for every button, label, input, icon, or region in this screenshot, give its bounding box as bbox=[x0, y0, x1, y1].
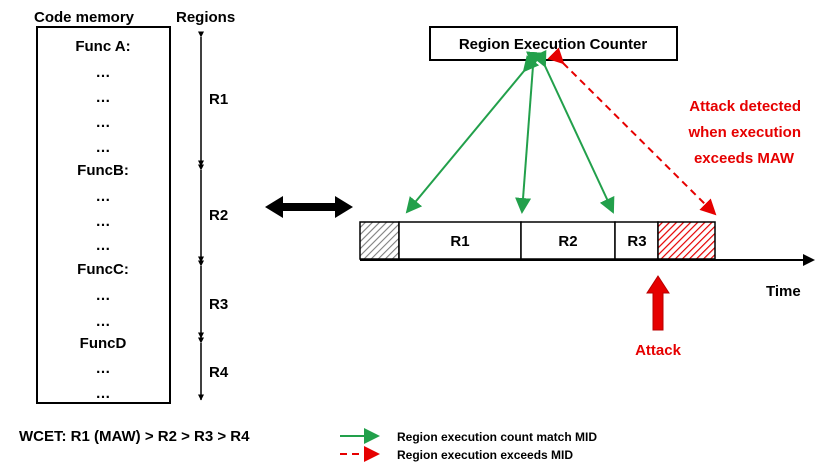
time-axis-arrowhead bbox=[803, 254, 815, 266]
code-memory-line: … bbox=[96, 64, 111, 81]
double-arrow bbox=[265, 196, 353, 218]
regions-title: Regions bbox=[176, 9, 235, 26]
region-label: R2 bbox=[209, 207, 228, 224]
legend-red-label: Region execution exceeds MID bbox=[397, 448, 573, 462]
code-memory-line: … bbox=[96, 114, 111, 131]
region-label: R4 bbox=[209, 364, 229, 381]
code-memory-line: … bbox=[96, 188, 111, 205]
code-memory-lines: Func A: … … … … FuncB: … … … FuncC: … … FuncD … … bbox=[75, 38, 130, 402]
attack-detected-line-3: exceeds MAW bbox=[694, 150, 795, 167]
region-label: R3 bbox=[209, 296, 228, 313]
code-memory-line: … bbox=[96, 139, 111, 156]
code-memory-line: Func A: bbox=[75, 38, 130, 55]
segment-r3-label: R3 bbox=[627, 233, 646, 250]
code-memory-line: FuncD bbox=[80, 335, 127, 352]
region-label: R1 bbox=[209, 91, 228, 108]
code-memory-box bbox=[36, 26, 171, 404]
code-memory-line: … bbox=[96, 313, 111, 330]
green-arrow-1 bbox=[405, 55, 540, 214]
segment-overrun-hatched bbox=[657, 221, 716, 260]
code-memory-title: Code memory bbox=[34, 9, 135, 26]
segment-r1 bbox=[398, 221, 522, 260]
attack-detected-line-2: when execution bbox=[687, 124, 801, 141]
attack-label: Attack bbox=[635, 342, 682, 359]
code-memory-line: … bbox=[96, 287, 111, 304]
code-memory-line: … bbox=[96, 385, 111, 402]
code-memory-line: FuncC: bbox=[77, 261, 129, 278]
segment-r2-label: R2 bbox=[558, 233, 577, 250]
code-memory-line: … bbox=[96, 213, 111, 230]
code-memory-line: FuncB: bbox=[77, 162, 129, 179]
segment-r1-label: R1 bbox=[450, 233, 469, 250]
wcet-text: WCET: R1 (MAW) > R2 > R3 > R4 bbox=[19, 428, 250, 445]
green-arrow-3 bbox=[531, 49, 615, 214]
segment-r2 bbox=[520, 221, 616, 260]
code-memory-line: … bbox=[96, 237, 111, 254]
attack-arrow bbox=[646, 275, 670, 331]
attack-detected-line-1: Attack detected bbox=[689, 98, 801, 115]
green-arrows bbox=[405, 49, 615, 214]
region-execution-counter-label: Region Execution Counter bbox=[459, 36, 648, 53]
legend-green-label: Region execution count match MID bbox=[397, 430, 597, 444]
green-arrow-2 bbox=[515, 51, 543, 214]
code-memory-line: … bbox=[96, 360, 111, 377]
code-memory-line: … bbox=[96, 89, 111, 106]
segment-start-hatched bbox=[359, 221, 400, 260]
time-label: Time bbox=[766, 283, 801, 300]
